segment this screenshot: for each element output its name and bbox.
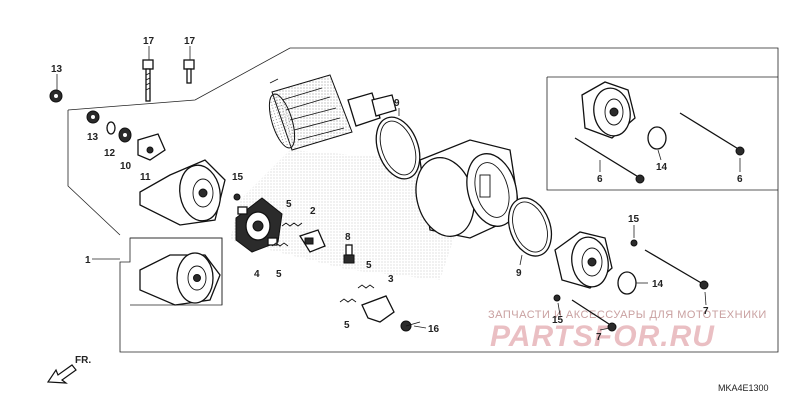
callout-14a: 14 xyxy=(656,162,668,173)
arrow-icon xyxy=(46,364,77,384)
callout-2: 2 xyxy=(310,206,316,217)
callout-3: 3 xyxy=(388,274,394,285)
long-bolt-7b xyxy=(644,249,709,290)
bolt-16 xyxy=(400,320,421,332)
callout-6b: 6 xyxy=(737,174,743,185)
spring-d xyxy=(339,298,357,303)
rear-cover-inset xyxy=(581,81,636,139)
o-ring-14-upper xyxy=(647,126,667,150)
watermark-logo: PARTSFOR.RU xyxy=(490,320,715,353)
spring-b xyxy=(271,242,289,247)
leader-lines xyxy=(56,46,741,331)
nut-13a xyxy=(49,89,63,103)
callout-5a: 5 xyxy=(286,199,292,210)
callout-14b: 14 xyxy=(652,279,664,290)
o-ring-14-lower xyxy=(617,271,637,295)
callout-13a: 13 xyxy=(51,64,63,75)
callout-5c: 5 xyxy=(366,260,372,271)
callout-9a: 9 xyxy=(394,98,400,109)
watermark: ЗАПЧАСТИ И АКСЕССУАРЫ ДЛЯ МОТОТЕХНИКИ PA… xyxy=(488,309,767,353)
long-bolt-7a xyxy=(571,299,617,332)
washer-15b xyxy=(630,239,638,247)
callout-5b: 5 xyxy=(276,269,282,280)
armature xyxy=(230,74,470,280)
callout-15a: 15 xyxy=(232,172,244,183)
spring-a xyxy=(281,222,303,227)
brush-plate xyxy=(299,229,326,253)
watermark-tagline: ЗАПЧАСТИ И АКСЕССУАРЫ ДЛЯ МОТОТЕХНИКИ xyxy=(488,309,767,321)
washer-12 xyxy=(106,121,116,135)
long-bolt-6b xyxy=(679,112,745,156)
terminal-bolt xyxy=(343,244,355,264)
front-cover xyxy=(139,159,226,226)
callout-16: 16 xyxy=(428,324,440,335)
callout-15c: 15 xyxy=(552,315,564,326)
callout-1: 1 xyxy=(85,255,91,266)
bushing-10 xyxy=(118,127,132,143)
callout-11: 11 xyxy=(140,172,151,183)
o-ring-lower xyxy=(507,197,553,257)
callout-6a: 6 xyxy=(597,174,603,185)
spring-c xyxy=(357,284,375,289)
callout-12: 12 xyxy=(104,148,116,159)
long-bolt-6a xyxy=(574,137,645,184)
cover-assembly xyxy=(139,252,221,306)
callouts: 17 17 13 13 12 10 11 1 15 9 5 2 4 5 8 5 … xyxy=(51,36,743,343)
front-direction-indicator: FR. xyxy=(46,355,91,384)
nut-13b xyxy=(86,110,100,124)
direction-label: FR. xyxy=(75,355,91,366)
washer-15a xyxy=(233,193,241,201)
o-ring-upper xyxy=(375,116,421,180)
brush-bracket xyxy=(361,295,395,323)
callout-7b: 7 xyxy=(703,306,709,317)
callout-10: 10 xyxy=(120,161,132,172)
brush-holder xyxy=(235,197,283,253)
callout-9b: 9 xyxy=(516,268,522,279)
inset-frame xyxy=(546,76,778,191)
diagram-code: MKA4E1300 xyxy=(718,383,769,393)
washer-15c xyxy=(553,294,561,302)
terminal-11 xyxy=(137,133,166,161)
callout-17a: 17 xyxy=(143,36,155,47)
rear-cover xyxy=(554,231,613,289)
callout-17b: 17 xyxy=(184,36,196,47)
bolt-17b xyxy=(183,59,195,84)
callout-15b: 15 xyxy=(628,214,640,225)
callout-7a: 7 xyxy=(596,332,602,343)
callout-13b: 13 xyxy=(87,132,99,143)
callout-5d: 5 xyxy=(344,320,350,331)
callout-4: 4 xyxy=(254,269,260,280)
bolt-17a xyxy=(142,59,154,102)
callout-8: 8 xyxy=(345,232,351,243)
